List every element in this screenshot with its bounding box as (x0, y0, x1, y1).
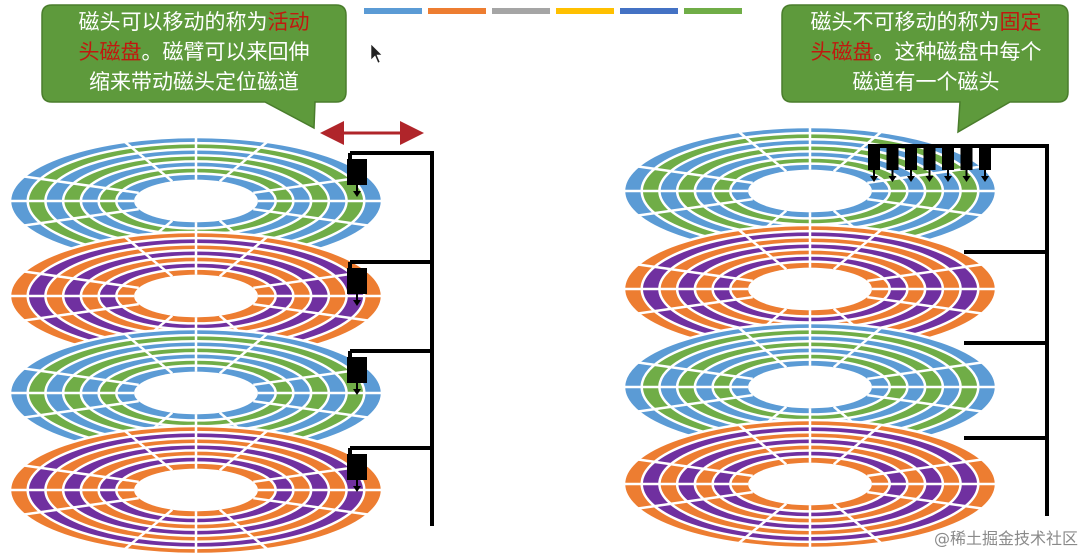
right-callout-line-1: 磁头不可移动的称为固定 (810, 10, 1042, 34)
left-arm-assembly (347, 151, 434, 526)
sector-line (23, 464, 139, 484)
read-write-head-icon (347, 268, 367, 306)
sector-line (832, 502, 882, 545)
platter (8, 327, 384, 459)
read-write-head-icon (905, 148, 917, 182)
right-callout-line-2: 头磁盘。这种磁盘中每个 (810, 40, 1042, 64)
sector-line (738, 502, 788, 545)
platter (8, 135, 384, 267)
mouse-cursor-icon (370, 43, 383, 64)
sector-line (637, 458, 753, 478)
sector-line (23, 270, 139, 290)
legend-swatch (492, 8, 550, 14)
sector-line (832, 228, 882, 271)
platter (622, 223, 998, 355)
spindle-hole (134, 274, 258, 318)
spindle-hole (134, 468, 258, 512)
sector-line (867, 393, 983, 413)
sector-line (832, 326, 882, 369)
platter (8, 424, 384, 555)
right-arm-assembly (868, 144, 1049, 516)
sector-line (637, 295, 753, 315)
sector-line (637, 361, 753, 381)
sector-line (23, 367, 139, 387)
sector-line (637, 263, 753, 283)
color-legend (364, 8, 742, 14)
sector-line (253, 496, 369, 516)
sector-line (218, 429, 268, 472)
sector-line (218, 235, 268, 278)
left-callout-line-1: 磁头可以移动的称为活动 (78, 10, 310, 34)
sector-line (867, 197, 983, 217)
read-write-head-icon (868, 148, 880, 182)
left-callout-line-3: 缩来带动磁头定位磁道 (89, 70, 299, 94)
legend-swatch (428, 8, 486, 14)
sector-line (637, 197, 753, 217)
sector-line (637, 490, 753, 510)
read-write-head-icon (347, 159, 367, 197)
read-write-head-icon (923, 148, 936, 182)
platter (622, 321, 998, 453)
legend-swatch (556, 8, 614, 14)
sector-line (867, 458, 983, 478)
spindle-hole (134, 371, 258, 415)
read-write-head-icon (942, 148, 954, 182)
watermark: @稀土掘金技术社区 (933, 529, 1078, 548)
legend-swatch (364, 8, 422, 14)
sector-line (867, 490, 983, 510)
sector-line (23, 399, 139, 419)
spindle-hole (748, 462, 872, 506)
sector-line (832, 130, 882, 173)
sector-line (124, 429, 174, 472)
sector-line (637, 393, 753, 413)
sector-line (23, 302, 139, 322)
legend-swatch (684, 8, 742, 14)
sector-line (738, 130, 788, 173)
spindle-hole (748, 169, 872, 213)
sector-line (832, 423, 882, 466)
read-write-head-icon (886, 148, 899, 182)
read-write-head-icon (960, 148, 973, 182)
sector-line (124, 140, 174, 183)
sector-line (867, 361, 983, 381)
sector-line (738, 326, 788, 369)
sector-line (124, 508, 174, 551)
right-platter-stack (622, 125, 998, 550)
sector-line (23, 175, 139, 195)
sector-line (218, 508, 268, 551)
sector-line (218, 140, 268, 183)
left-callout-text: 磁头可以移动的称为活动 头磁盘。磁臂可以来回伸 缩来带动磁头定位磁道 (46, 7, 342, 97)
sector-line (23, 496, 139, 516)
platter (622, 418, 998, 550)
read-write-head-icon (979, 148, 991, 182)
sector-line (738, 228, 788, 271)
right-callout-bubble (781, 4, 1069, 134)
platter (8, 230, 384, 362)
sector-line (253, 302, 369, 322)
right-callout-text: 磁头不可移动的称为固定 头磁盘。这种磁盘中每个 磁道有一个磁头 (786, 7, 1066, 97)
spindle-hole (748, 267, 872, 311)
sector-line (867, 263, 983, 283)
sector-line (124, 332, 174, 375)
left-callout-bubble (41, 4, 347, 130)
sector-line (23, 207, 139, 227)
left-platter-stack (8, 135, 384, 555)
right-callout-line-3: 磁道有一个磁头 (852, 70, 1000, 94)
legend-swatch (620, 8, 678, 14)
read-write-head-icon (347, 357, 367, 395)
sector-line (124, 235, 174, 278)
sector-line (253, 207, 369, 227)
sector-line (218, 332, 268, 375)
spindle-hole (748, 365, 872, 409)
left-callout-line-2: 头磁盘。磁臂可以来回伸 (78, 40, 310, 64)
read-write-head-icon (347, 454, 367, 492)
spindle-hole (134, 179, 258, 223)
sector-line (738, 423, 788, 466)
sector-line (867, 295, 983, 315)
platter (622, 125, 998, 257)
sector-line (637, 165, 753, 185)
sector-line (253, 399, 369, 419)
